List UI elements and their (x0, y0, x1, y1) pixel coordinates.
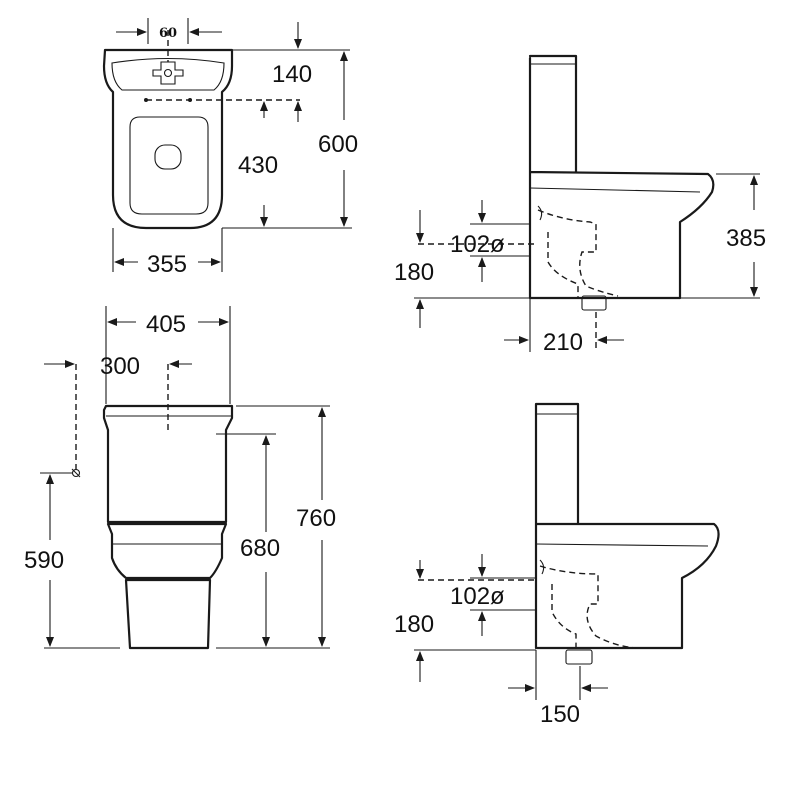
supply-valve-icon (71, 468, 81, 478)
dim-bowl-width: 355 (147, 251, 187, 278)
front-view: 405 300 590 680 760 (24, 306, 336, 650)
dim-outlet-setback-2: 150 (540, 701, 580, 728)
side-view-1: 102ø 180 385 210 (394, 54, 766, 356)
dim-overall-height: 760 (296, 505, 336, 532)
dim-overall-length: 600 (318, 131, 358, 158)
side-view-2: 102ø 180 150 (394, 402, 720, 728)
dim-inlet-offset: 300 (100, 353, 140, 380)
top-view: 60 140 430 600 355 (102, 18, 358, 278)
dim-fixing-to-front: 430 (238, 152, 278, 179)
dim-rim-offset: 140 (272, 61, 312, 88)
dim-outlet-height-2: 180 (394, 611, 434, 638)
dim-outlet-setback: 210 (543, 329, 583, 356)
dim-cistern-width: 405 (146, 311, 186, 338)
dim-inlet-spacing: 60 (159, 26, 177, 41)
dim-supply-height: 590 (24, 547, 64, 574)
dim-outlet-height: 180 (394, 259, 434, 286)
side-view-2-outline (534, 402, 720, 650)
side-view-1-outline (528, 54, 715, 300)
dim-cistern-height: 680 (240, 535, 280, 562)
inlet-icon (152, 61, 184, 85)
dim-outlet-diameter: 102ø (450, 231, 505, 258)
top-view-outline (102, 48, 234, 230)
dim-outlet-diameter-2: 102ø (450, 583, 505, 610)
front-view-outline (102, 404, 234, 524)
dim-seat-height: 385 (726, 225, 766, 252)
